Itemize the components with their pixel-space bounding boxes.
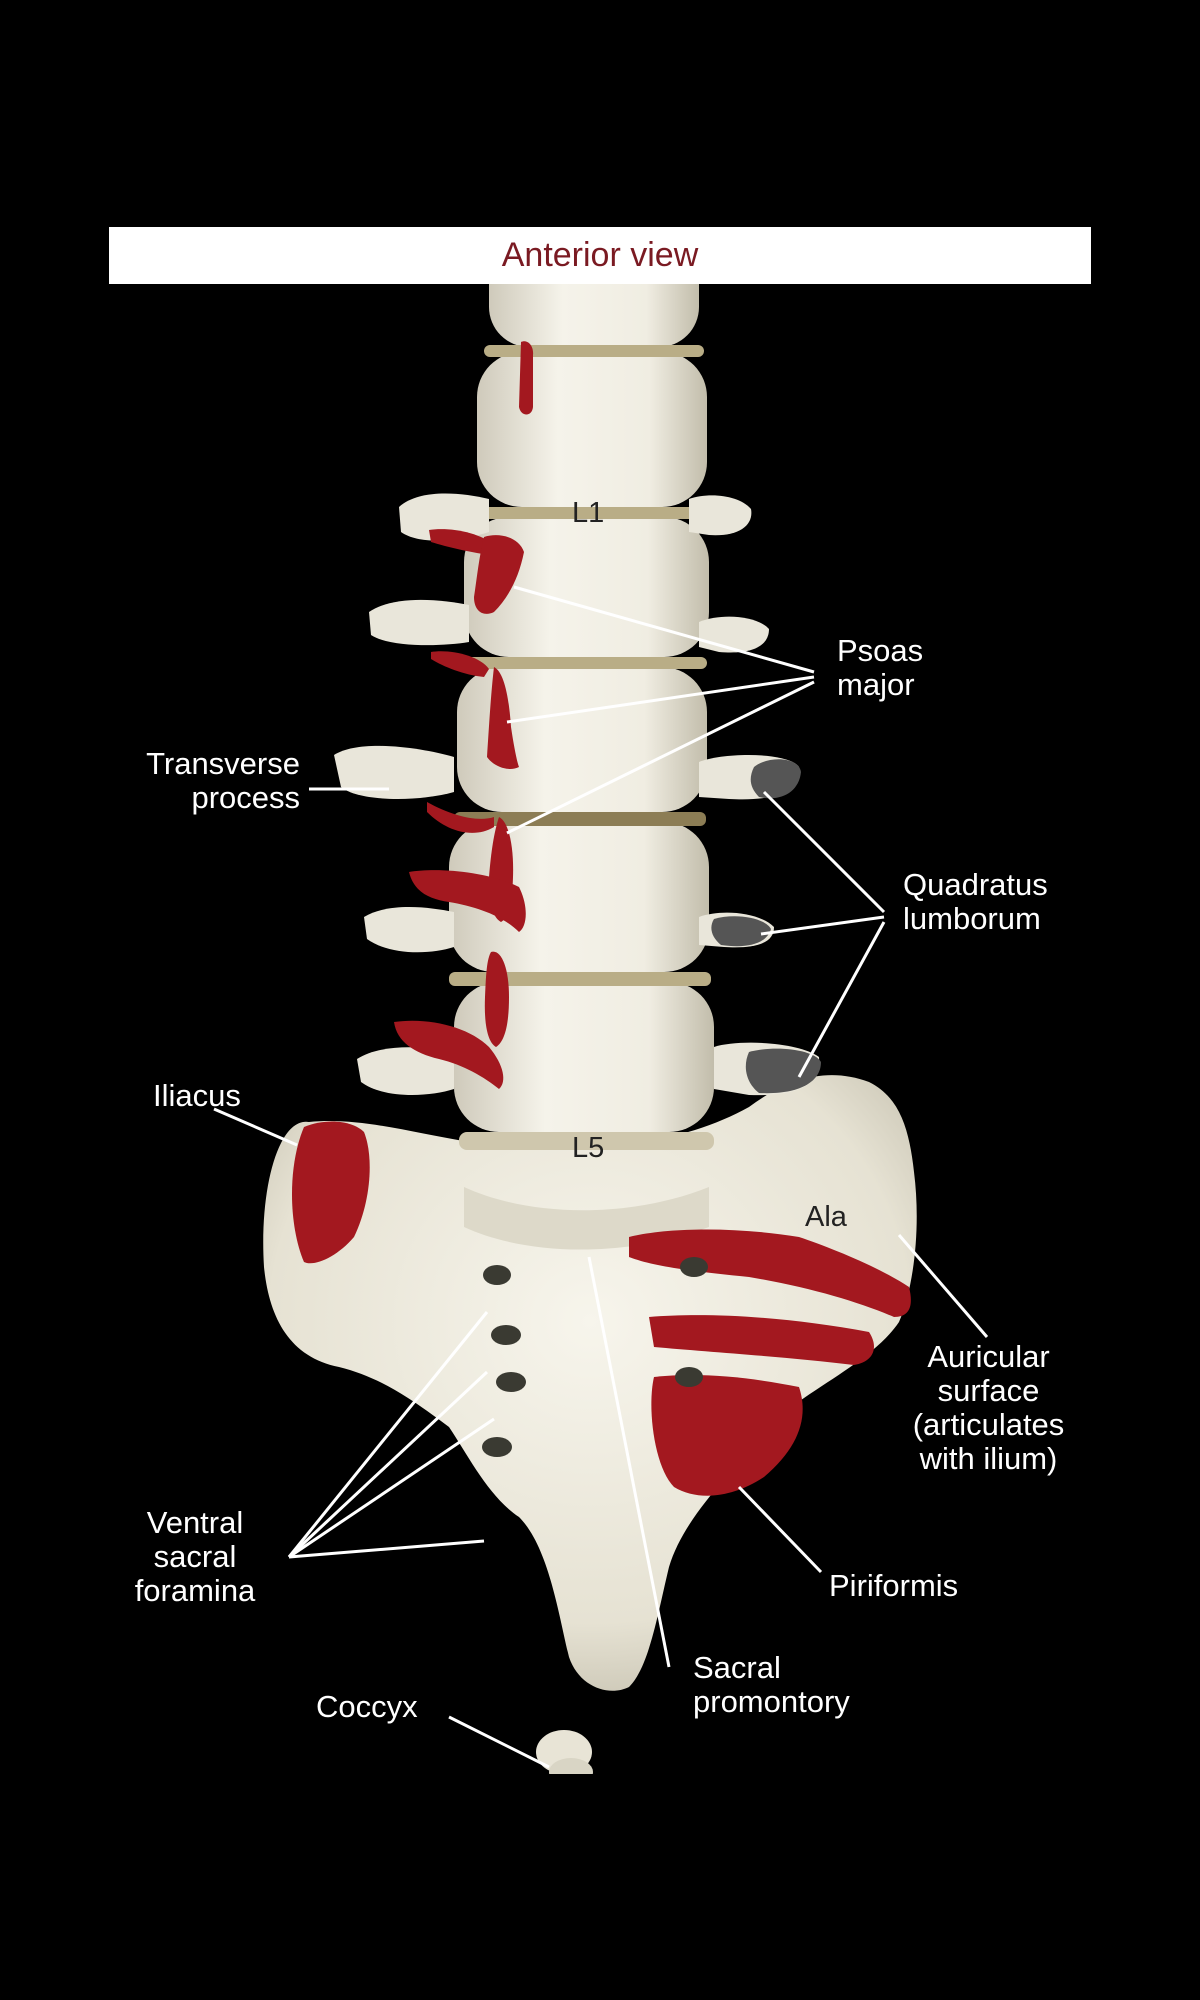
leader-lines xyxy=(213,585,989,1769)
label-ventral-sacral-foramina: Ventral sacral foramina xyxy=(134,1505,256,1608)
label-coccyx: Coccyx xyxy=(316,1689,418,1724)
muscle-attachments xyxy=(291,341,911,1496)
label-quadratus-lumborum: Quadratus lumborum xyxy=(903,867,1048,936)
page-title: Anterior view xyxy=(501,236,699,274)
label-ala: Ala xyxy=(805,1201,847,1233)
label-psoas-major: Psoas major xyxy=(837,633,924,702)
label-auricular-surface: Auricular surface (articulates with iliu… xyxy=(912,1339,1065,1476)
coccyx-bone xyxy=(536,1730,593,1774)
title-bar: Anterior view xyxy=(109,227,1091,284)
figure-panel: Anterior view L1 L5 Ala Psoas major Tran… xyxy=(109,227,1091,1774)
label-iliacus: Iliacus xyxy=(153,1078,241,1113)
sacral-foramina xyxy=(482,1257,708,1457)
vertebra-label-l5: L5 xyxy=(572,1132,605,1164)
label-sacral-promontory: Sacral promontory xyxy=(693,1650,850,1719)
spine-illustration xyxy=(213,227,989,1774)
label-piriformis: Piriformis xyxy=(829,1568,959,1603)
quadratus-lumborum-attachments xyxy=(711,759,821,1094)
vertebra-label-l1: L1 xyxy=(572,497,605,529)
label-transverse-process: Transverse process xyxy=(146,746,300,815)
